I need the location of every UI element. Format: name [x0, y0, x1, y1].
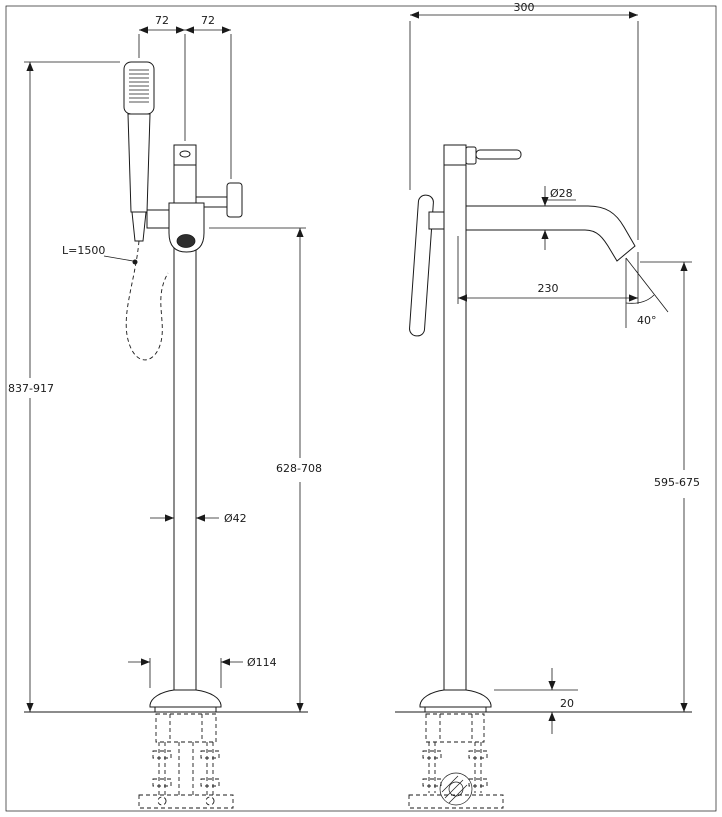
drain-detail: [439, 772, 473, 806]
dim-spout-height-label: 628-708: [276, 462, 322, 475]
leader-dot: [132, 259, 138, 265]
shower-hose: [125, 240, 169, 361]
spout-outlet-opening: [176, 234, 196, 248]
side-dimensions: 300 Ø28 230 40° 595-675 2: [409, 1, 700, 734]
front-view: 72 72 837-917 628-708 Ø42 Ø114: [8, 14, 322, 809]
dim-spout-reach-label: 230: [538, 282, 559, 295]
drawing-border: [5, 5, 717, 812]
side-view: 300 Ø28 230 40° 595-675 2: [395, 1, 700, 809]
dim-hose-length-label: L=1500: [62, 244, 105, 257]
anchor-assembly-side: [408, 713, 504, 809]
spout-side: [465, 205, 636, 262]
dim-total-height-label: 837-917: [8, 382, 54, 395]
dim-spout-angle-label: 40°: [637, 314, 657, 327]
handshower-body: [127, 113, 151, 213]
dim-base-diameter-label: Ø114: [247, 656, 277, 669]
faucet-column-side: [443, 144, 467, 691]
hand-shower-front: [123, 61, 155, 242]
dim-72-right-label: 72: [201, 14, 215, 27]
dim-column-diameter-label: Ø42: [224, 512, 247, 525]
dim-spout-diameter-label: Ø28: [550, 187, 573, 200]
lever-handle: [465, 146, 522, 165]
handshower-holder-side: [428, 211, 445, 230]
dim-outlet-height-label: 595-675: [654, 476, 700, 489]
diverter-knob: [195, 182, 243, 218]
hand-shower-side: [409, 194, 434, 337]
dim-72-left-label: 72: [155, 14, 169, 27]
spray-face-lines: [129, 69, 149, 103]
anchor-assembly-front: [138, 713, 234, 809]
dim-base-plate-height-label: 20: [560, 697, 574, 710]
cap-hole: [179, 150, 191, 158]
base-side: [419, 689, 492, 713]
front-dimensions: 72 72 837-917 628-708 Ø42 Ø114: [8, 14, 322, 712]
hose-connector: [131, 211, 147, 242]
dim-overall-depth-label: 300: [514, 1, 535, 14]
base-front: [149, 689, 222, 713]
